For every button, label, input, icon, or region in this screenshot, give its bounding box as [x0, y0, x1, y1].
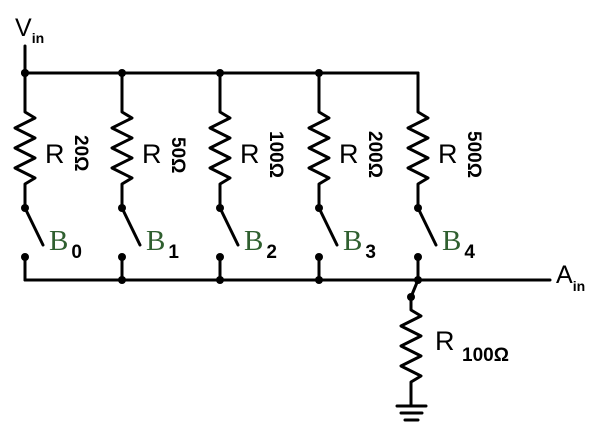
bottom-junction-dot — [216, 276, 224, 284]
switch-blade — [416, 206, 438, 247]
switch-blade — [23, 206, 45, 247]
resistor-label: R — [240, 139, 260, 169]
resistor-value: 20Ω — [70, 135, 91, 171]
branch-wire — [208, 71, 232, 210]
resistor-value: 100Ω — [265, 131, 286, 178]
resistor-value: 200Ω — [364, 131, 385, 178]
resistor-label: R — [142, 139, 162, 169]
switch-contact-dot — [21, 253, 29, 261]
switch-blade — [120, 206, 142, 247]
bottom-junction-dot — [315, 276, 323, 284]
resistor-label: R — [45, 139, 65, 169]
resistor-label: R — [438, 139, 458, 169]
switch-contact-dot — [315, 253, 323, 261]
ain-label: Ain — [556, 261, 585, 294]
load-resistor-wire — [399, 278, 423, 407]
vin-junction-dot — [21, 69, 29, 77]
vin-label: Vin — [15, 14, 44, 46]
bottom-junction-dot — [118, 276, 126, 284]
ground-icon — [395, 404, 428, 422]
load-resistor-label: R — [435, 326, 455, 356]
top-junction-dot — [118, 69, 126, 77]
switch-contact-dot — [414, 253, 422, 261]
switch-contact-dot — [118, 253, 126, 261]
branch-wire — [406, 71, 430, 210]
switch-blade — [218, 206, 240, 247]
top-junction-dot — [315, 69, 323, 77]
load-resistor-value: 100Ω — [462, 345, 509, 366]
branch-wire — [307, 71, 331, 210]
branch-wire — [13, 71, 37, 210]
load-resistor: R 100Ω — [399, 278, 509, 407]
resistor-value: 500Ω — [463, 131, 484, 178]
switch-blade — [317, 206, 339, 247]
switch-contact-dot — [216, 253, 224, 261]
resistor-value: 50Ω — [167, 137, 188, 173]
top-junction-dot — [216, 69, 224, 77]
resistor-label: R — [339, 139, 359, 169]
branch-wire — [110, 71, 134, 210]
